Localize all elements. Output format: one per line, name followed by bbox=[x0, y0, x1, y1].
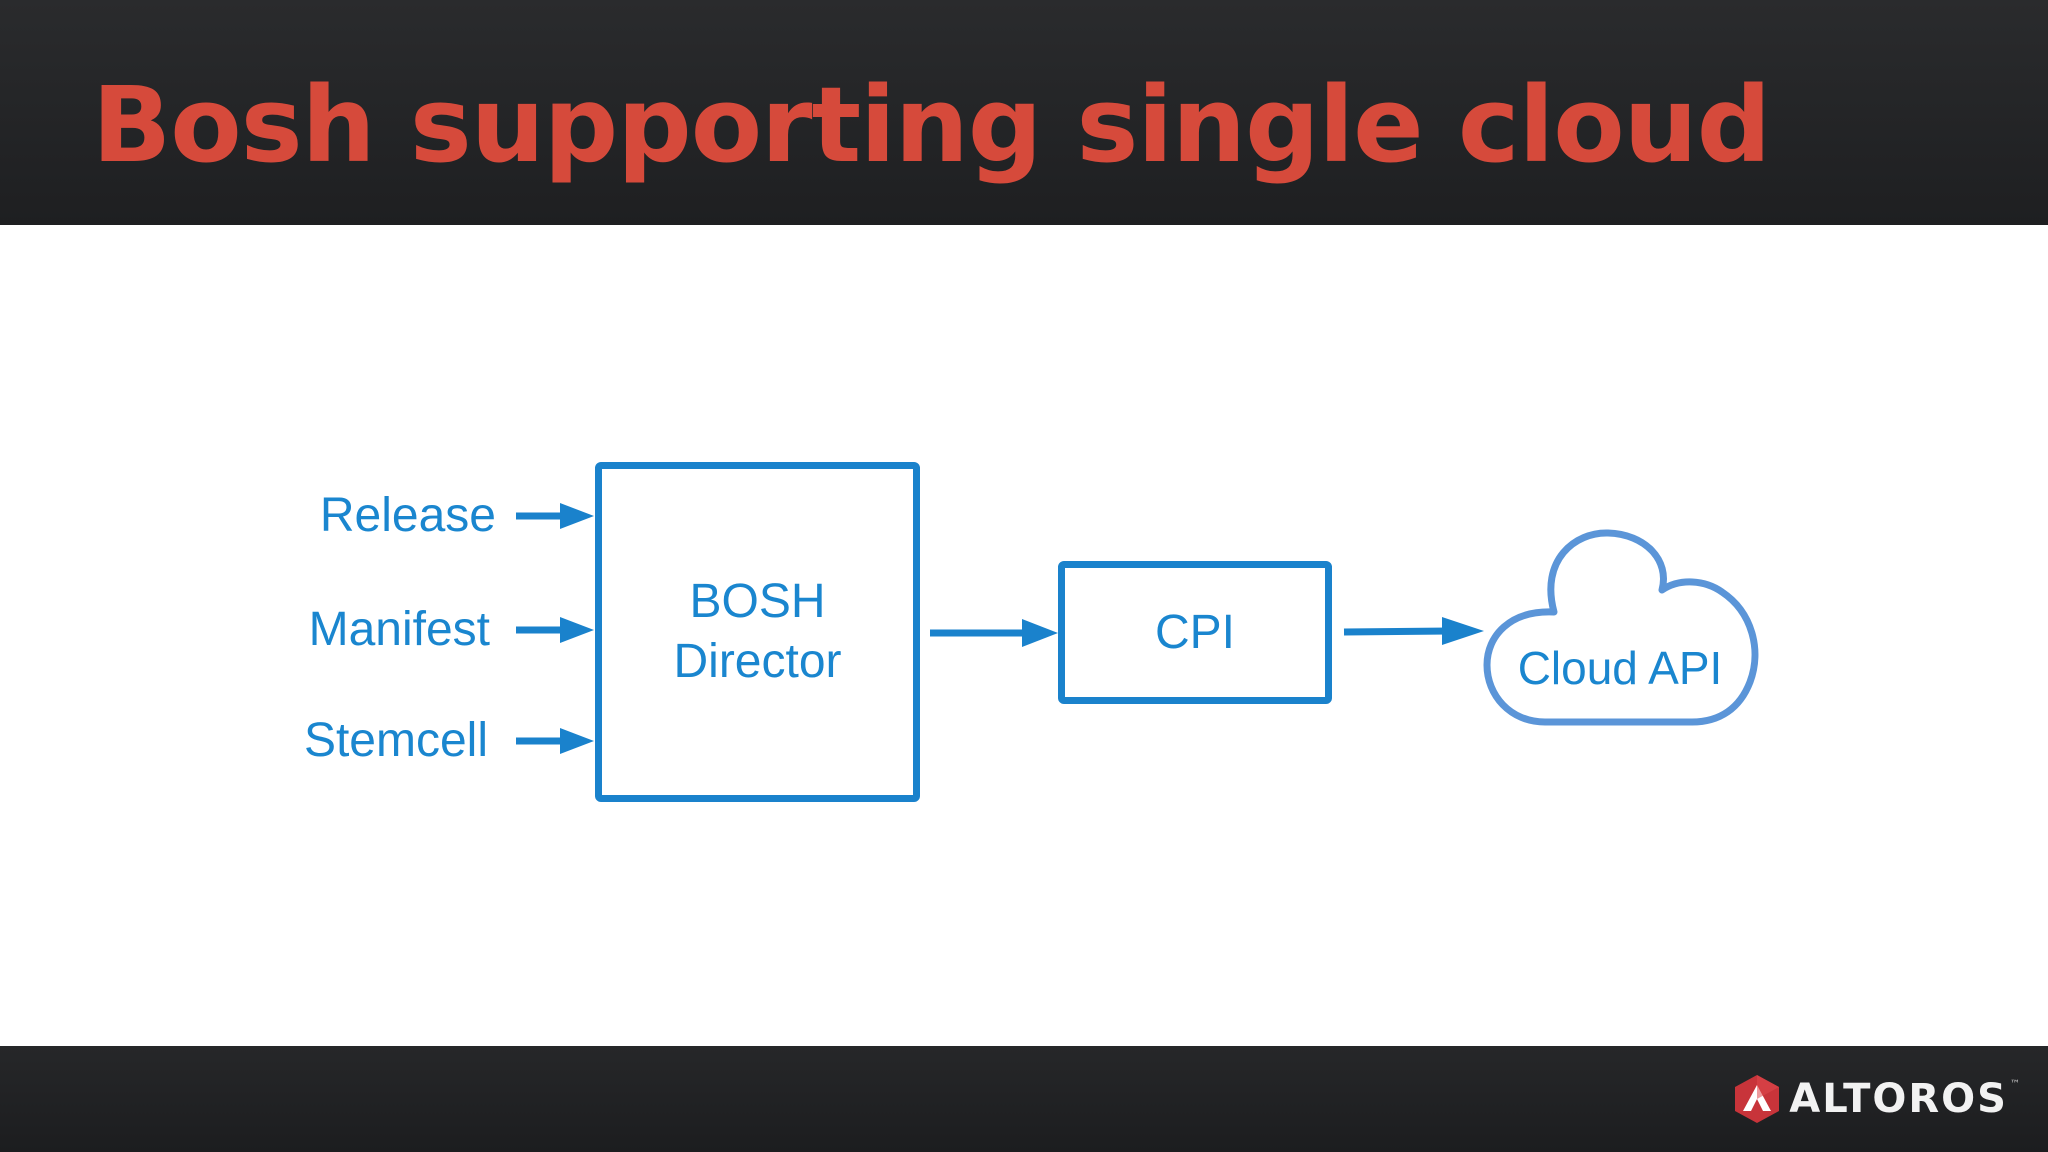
bosh-director-label: BOSH Director bbox=[673, 572, 841, 692]
stemcell-arrow bbox=[516, 728, 594, 754]
bosh-director-line1: BOSH bbox=[689, 575, 826, 628]
cpi-box: CPI bbox=[1058, 561, 1332, 704]
altoros-logo-icon bbox=[1735, 1075, 1780, 1123]
logo-trademark: ™ bbox=[2010, 1079, 2020, 1090]
header-bar: Bosh supporting single cloud bbox=[0, 0, 2048, 225]
bosh-director-line2: Director bbox=[673, 635, 842, 688]
cloud-api-label: Cloud API bbox=[1517, 642, 1723, 694]
footer-bar bbox=[0, 1046, 2048, 1152]
altoros-logo: ALTOROS ™ bbox=[1731, 1073, 2020, 1125]
manifest-arrow bbox=[516, 617, 594, 643]
cpi-to-cloud-arrow bbox=[1343, 617, 1484, 645]
slide-title: Bosh supporting single cloud bbox=[92, 64, 1771, 186]
cpi-label: CPI bbox=[1154, 605, 1235, 659]
input-label-release: Release bbox=[319, 489, 496, 542]
cloud-icon bbox=[1483, 529, 1759, 726]
input-label-stemcell: Stemcell bbox=[303, 714, 488, 767]
logo-text: ALTOROS bbox=[1789, 1076, 2008, 1122]
bosh-director-box: BOSH Director bbox=[595, 462, 920, 802]
input-label-manifest: Manifest bbox=[308, 603, 490, 656]
release-arrow bbox=[516, 503, 594, 529]
director-to-cpi-arrow bbox=[930, 619, 1058, 647]
